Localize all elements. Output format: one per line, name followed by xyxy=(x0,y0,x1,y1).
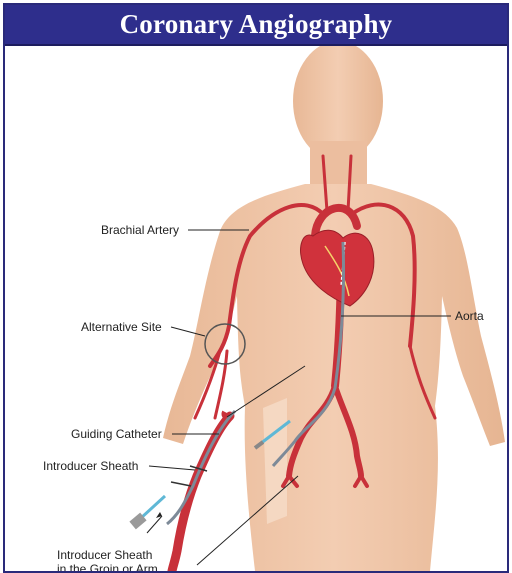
label-alternative-site: Alternative Site xyxy=(81,320,162,334)
title-bar: Coronary Angiography xyxy=(5,5,507,46)
inset-sheath-edge xyxy=(171,482,191,486)
hip-highlight xyxy=(263,398,287,524)
introducer-sheath-leader xyxy=(149,466,195,470)
figure-frame: Coronary Angiography xyxy=(3,3,509,573)
label-aorta: Aorta xyxy=(455,309,484,323)
label-introducer-sheath: Introducer Sheath xyxy=(43,459,138,473)
label-guiding-catheter: Guiding Catheter xyxy=(71,427,162,441)
neck-shape xyxy=(310,141,367,188)
figure-title: Coronary Angiography xyxy=(120,9,393,40)
label-introducer-sheath-groin-1: Introducer Sheath xyxy=(57,548,152,562)
angiography-diagram: Brachial Artery Alternative Site Aorta G… xyxy=(5,46,507,571)
body-silhouette xyxy=(163,46,505,571)
label-brachial-artery: Brachial Artery xyxy=(101,223,179,237)
inset-sheath-tube xyxy=(141,496,165,518)
groin-sheath-leader xyxy=(147,516,162,533)
label-introducer-sheath-groin-2: in the Groin or Arm xyxy=(57,562,158,571)
